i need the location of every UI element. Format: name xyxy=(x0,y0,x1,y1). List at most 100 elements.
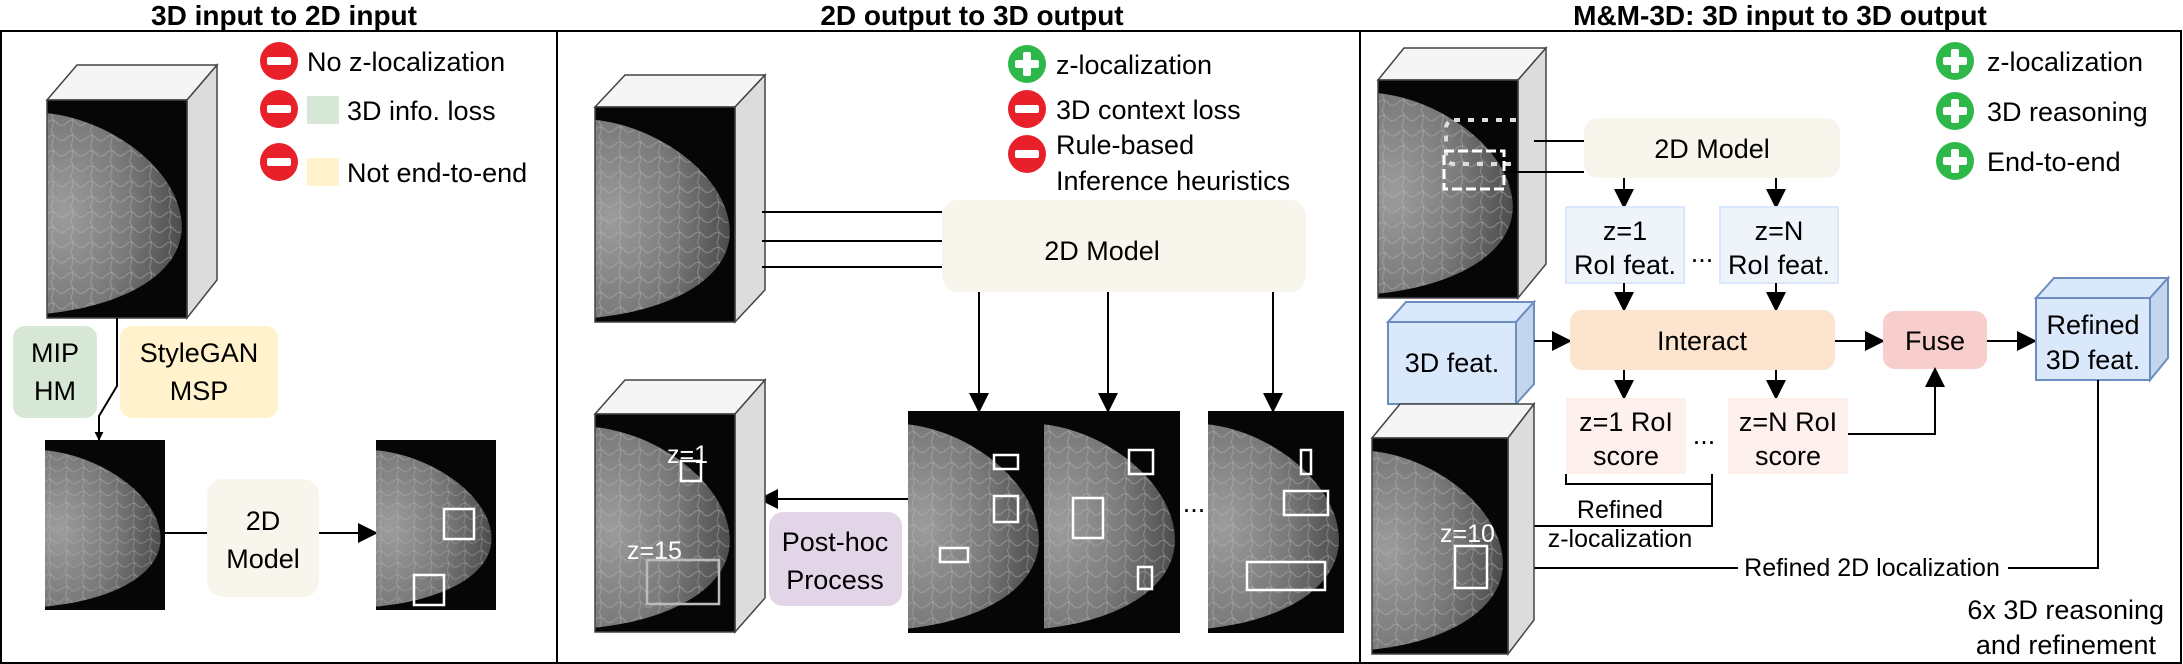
minus-icon xyxy=(260,143,298,181)
refined-2d-label: Refined 2D localization xyxy=(1744,554,2000,582)
plus-icon xyxy=(1936,92,1974,130)
point-text: End-to-end xyxy=(1987,147,2121,177)
mammogram-2d-output xyxy=(376,440,496,610)
repeat-note: and refinement xyxy=(1976,630,2157,660)
3d-feat-label: 3D feat. xyxy=(1405,348,1500,378)
detection-box xyxy=(442,507,476,541)
method-label: MIP xyxy=(31,338,79,368)
panel-1: No z-localization 3D info. loss Not end-… xyxy=(13,42,527,610)
method-label: MSP xyxy=(170,376,229,406)
detection-box xyxy=(1136,565,1154,591)
ellipsis: ... xyxy=(1183,488,1206,518)
roi-feat-label: RoI feat. xyxy=(1574,250,1676,280)
interact-label: Interact xyxy=(1657,326,1748,356)
mammogram-2d-input xyxy=(45,440,165,610)
model-label: 2D xyxy=(246,506,281,536)
detection-box xyxy=(1127,448,1155,476)
panel-2-title: 2D output to 3D output xyxy=(820,0,1123,31)
roi-score-label: score xyxy=(1593,441,1659,471)
point-text: z-localization xyxy=(1987,47,2143,77)
interact-box xyxy=(1570,310,1835,370)
minus-icon xyxy=(1008,135,1046,173)
roi-feat-box xyxy=(1565,206,1685,284)
roi-feat-label: RoI feat. xyxy=(1728,250,1830,280)
connector-arrow xyxy=(1488,380,2099,578)
point-text: Rule-based xyxy=(1056,130,1194,160)
detection-box xyxy=(992,494,1020,524)
stylegan-msp-box xyxy=(120,326,278,418)
volume-cube xyxy=(593,73,767,324)
detection-box xyxy=(1299,448,1313,476)
detection-box xyxy=(1071,496,1105,540)
green-legend-swatch xyxy=(307,96,339,124)
posthoc-label: Process xyxy=(786,565,884,595)
volume-cube xyxy=(45,62,219,321)
point-text: 3D context loss xyxy=(1056,95,1241,125)
connector-arrow xyxy=(94,318,118,441)
3d-feat-cube: 3D feat. xyxy=(1385,299,1537,407)
yellow-legend-swatch xyxy=(307,158,339,186)
detection-box xyxy=(1453,544,1489,590)
repeat-note: 6x 3D reasoning xyxy=(1967,595,2164,625)
detection-box xyxy=(938,546,970,564)
2d-model-box xyxy=(1584,118,1840,178)
roi-score-box xyxy=(1566,398,1686,474)
ellipsis: ... xyxy=(1693,420,1716,450)
refined-feat-label: 3D feat. xyxy=(2046,345,2141,375)
point-text: z-localization xyxy=(1056,50,1212,80)
model-label: Model xyxy=(226,544,300,574)
z-label: z=10 xyxy=(1440,520,1495,548)
2d-model-box xyxy=(942,200,1306,292)
roi-feat-label: z=1 xyxy=(1603,216,1647,246)
panel-3: z-localization 3D reasoning End-to-end 2… xyxy=(1370,42,2171,660)
roi-box xyxy=(1442,149,1506,191)
plus-icon xyxy=(1008,45,1046,83)
volume-cube-output: z=1 z=15 xyxy=(593,378,767,634)
detection-box xyxy=(645,558,721,606)
connector-arrow xyxy=(1506,484,1713,536)
refined-z-label: z-localization xyxy=(1548,525,1693,553)
method-label: HM xyxy=(34,376,76,406)
panel-3-title: M&M-3D: 3D input to 3D output xyxy=(1573,0,1987,31)
refined-3d-feat-cube: Refined 3D feat. xyxy=(2033,275,2171,383)
detection-box xyxy=(992,453,1020,471)
slice-output xyxy=(1044,411,1180,633)
plus-icon xyxy=(1936,42,1974,80)
posthoc-process-box xyxy=(769,512,902,606)
fuse-label: Fuse xyxy=(1905,326,1965,356)
fuse-box xyxy=(1883,311,1987,369)
ellipsis: ... xyxy=(1691,238,1714,268)
refined-z-label: Refined xyxy=(1577,496,1663,524)
detection-box xyxy=(1282,489,1330,517)
method-label: StyleGAN xyxy=(140,338,259,368)
label-backdrop xyxy=(1738,553,2008,583)
refined-feat-label: Refined xyxy=(2046,310,2139,340)
connector-arrow xyxy=(1848,367,1945,435)
roi-feat-box xyxy=(1719,206,1839,284)
slice-output xyxy=(1208,411,1344,633)
minus-icon xyxy=(260,42,298,80)
roi-score-label: z=N RoI xyxy=(1739,407,1837,437)
roi-score-label: score xyxy=(1755,441,1821,471)
slice-output xyxy=(908,411,1044,633)
panel-2: z-localization 3D context loss Rule-base… xyxy=(593,45,1344,634)
model-label: 2D Model xyxy=(1044,236,1160,266)
roi-feat-label: z=N xyxy=(1755,216,1804,246)
point-text: Inference heuristics xyxy=(1056,166,1290,196)
mip-hm-box xyxy=(13,326,97,418)
roi-score-label: z=1 RoI xyxy=(1579,407,1673,437)
minus-icon xyxy=(260,90,298,128)
2d-model-box xyxy=(207,479,319,597)
detection-box xyxy=(1245,560,1327,592)
model-label: 2D Model xyxy=(1654,134,1770,164)
point-text: 3D reasoning xyxy=(1987,97,2148,127)
detection-box xyxy=(679,459,703,483)
volume-cube-output: z=10 xyxy=(1370,401,1536,657)
roi-score-box xyxy=(1728,398,1848,474)
point-text: 3D info. loss xyxy=(347,96,496,126)
figure-border xyxy=(0,30,2182,664)
panel-1-title: 3D input to 2D input xyxy=(151,0,417,31)
score-bracket xyxy=(1565,474,1713,485)
point-text: Not end-to-end xyxy=(347,158,527,188)
